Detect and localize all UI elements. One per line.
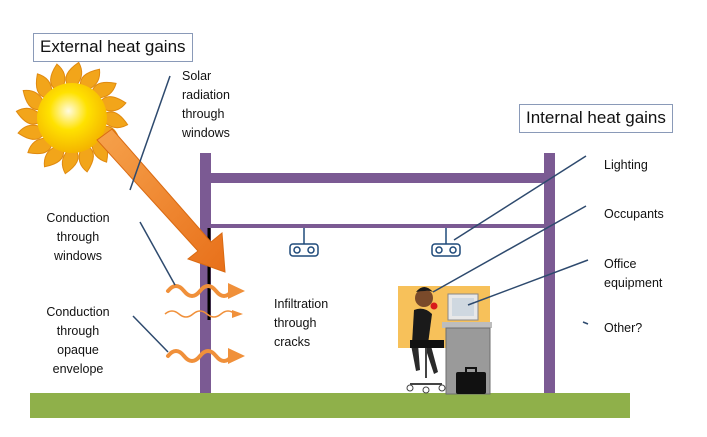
sun-ray [17, 124, 44, 140]
sun-ray [50, 63, 66, 90]
leader-other [582, 321, 589, 325]
building-frame [200, 153, 555, 393]
light-fixture-left [289, 228, 319, 257]
lighting-label: Lighting [604, 158, 648, 172]
internal-heat-gains-title: Internal heat gains [519, 104, 673, 133]
ground [30, 393, 630, 418]
sun-ray [104, 111, 129, 129]
sun-ray [22, 89, 44, 111]
sun-ray [15, 107, 40, 125]
sun-ray [65, 61, 83, 86]
infiltration-label: Infiltration through cracks [274, 297, 329, 349]
sun-ray [27, 137, 53, 155]
sun-ray [100, 96, 127, 112]
occupants-label: Occupants [604, 207, 664, 221]
conduction-opaque-label: Conduction through opaque envelope [46, 305, 110, 376]
office-equipment-label: Office equipment [604, 257, 663, 290]
leader-conduction-windows [139, 221, 176, 286]
sun-ray [79, 68, 101, 90]
other-label: Other? [604, 321, 643, 335]
office-worker-illustration [398, 286, 492, 395]
leader-conduction-opaque [132, 315, 169, 353]
solar-radiation-arrow [96, 128, 226, 273]
sun-icon [15, 61, 129, 175]
sun-ray [43, 146, 65, 168]
solar-radiation-label: Solar radiation through windows [182, 69, 230, 140]
sun-ray [78, 146, 94, 173]
leader-lines [129, 75, 589, 353]
heat-wave-windows [166, 283, 245, 299]
heat-wave-opaque [166, 348, 245, 364]
leader-lighting [453, 155, 587, 241]
leader-occupants [432, 205, 587, 293]
leader-equipment [467, 259, 589, 306]
light-fixture-right [431, 228, 461, 257]
sun-ray [91, 81, 117, 99]
sun-ray [61, 150, 79, 175]
leader-solar [129, 75, 171, 191]
conduction-windows-label: Conduction through windows [46, 211, 110, 263]
infiltration-wave [164, 310, 243, 318]
external-heat-gains-title: External heat gains [33, 33, 193, 62]
sun-ray [35, 73, 53, 99]
